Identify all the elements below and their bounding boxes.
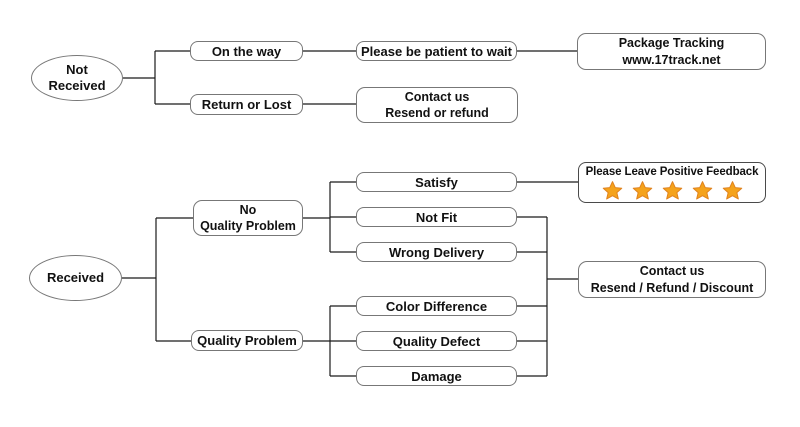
node-label: Return or Lost bbox=[201, 97, 292, 112]
node-label: Received bbox=[46, 270, 105, 285]
node-on-the-way: On the way bbox=[190, 41, 303, 61]
star-icon bbox=[662, 181, 682, 200]
node-quality-problem: Quality Problem bbox=[191, 330, 303, 351]
node-not-fit: Not Fit bbox=[356, 207, 517, 227]
star-rating bbox=[601, 180, 744, 202]
node-label: Quality Defect bbox=[392, 333, 481, 349]
node-quality-defect: Quality Defect bbox=[356, 331, 517, 351]
node-package-tracking: Package Tracking www.17track.net bbox=[577, 33, 766, 70]
node-label: On the way bbox=[211, 43, 282, 59]
node-label: Please Leave Positive Feedback bbox=[585, 166, 759, 178]
node-damage: Damage bbox=[356, 366, 517, 386]
star-icon bbox=[722, 181, 742, 200]
node-please-be-patient: Please be patient to wait bbox=[356, 41, 517, 61]
node-label: Not Received bbox=[48, 62, 106, 93]
node-label: Please be patient to wait bbox=[361, 43, 512, 59]
star-icon bbox=[632, 181, 652, 200]
node-contact-us-resend-refund-discount: Contact us Resend / Refund / Discount bbox=[578, 261, 766, 298]
node-not-received: Not Received bbox=[31, 55, 123, 101]
star-icon bbox=[692, 181, 712, 200]
node-label: Wrong Delivery bbox=[388, 244, 485, 260]
star-icon bbox=[602, 181, 622, 200]
node-label: Contact us Resend or refund bbox=[385, 89, 489, 121]
node-label: Not Fit bbox=[415, 209, 458, 225]
node-positive-feedback: Please Leave Positive Feedback bbox=[578, 162, 766, 203]
node-contact-us-resend-refund: Contact us Resend or refund bbox=[356, 87, 518, 123]
node-wrong-delivery: Wrong Delivery bbox=[356, 242, 517, 262]
node-satisfy: Satisfy bbox=[356, 172, 517, 192]
node-label: Color Difference bbox=[385, 298, 488, 314]
node-label: Contact us Resend / Refund / Discount bbox=[590, 264, 754, 295]
node-label: Damage bbox=[411, 368, 462, 384]
node-color-difference: Color Difference bbox=[356, 296, 517, 316]
node-label: No Quality Problem bbox=[200, 202, 296, 234]
node-label: Satisfy bbox=[415, 174, 458, 190]
node-received: Received bbox=[29, 255, 122, 301]
node-no-quality-problem: No Quality Problem bbox=[193, 200, 303, 236]
node-label: Quality Problem bbox=[197, 333, 297, 348]
node-label: Package Tracking www.17track.net bbox=[618, 36, 725, 67]
node-return-or-lost: Return or Lost bbox=[190, 94, 303, 115]
